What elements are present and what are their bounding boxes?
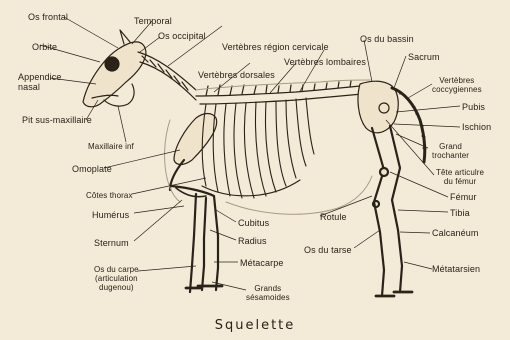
label-vertebres-cervicale: Vertèbres région cervicale [222,42,329,52]
label-rotule: Rotule [320,212,347,222]
cervical-vertebrae [138,52,196,100]
label-appendice-nasal: Appendice nasal [18,72,61,92]
label-sternum: Sternum [94,238,129,248]
label-sacrum: Sacrum [408,52,440,62]
label-cotes-thorax: Côtes thorax [86,191,133,200]
label-humerus: Humérus [92,210,129,220]
label-tibia: Tibia [450,208,470,218]
label-metacarpe: Métacarpe [240,258,283,268]
label-pubis: Pubis [462,102,485,112]
label-os-occipital: Os occipital [158,31,206,41]
skull-bones [83,30,146,107]
rib-cage [202,98,314,198]
label-os-du-carpe: Os du carpe (articulation dugenou) [94,265,139,292]
figure-caption: Squelette [0,318,510,333]
hind-legs [372,126,412,296]
label-tete-articulaire-femur: Tête articulre du fémur [436,168,484,186]
label-orbite: Orbite [32,42,57,52]
scapula-bone [174,114,217,165]
label-os-du-tarse: Os du tarse [304,245,352,255]
label-ischion: Ischion [462,122,491,132]
label-vertebres-coccygiennes: Vertèbres coccygiennes [432,76,482,94]
label-calcaneum: Calcanéum [432,228,478,238]
label-os-frontal: Os frontal [28,12,68,22]
dorsal-lumbar-spine [196,81,362,104]
label-vertebres-lombaires: Vertèbres lombaires [284,57,366,67]
front-legs [170,160,222,292]
label-maxillaire-inf: Maxillaire inf [88,142,134,151]
label-radius: Radius [238,236,267,246]
label-grand-trochanter: Grand trochanter [432,142,469,160]
label-omoplate: Omoplate [72,164,112,174]
label-femur: Fémur [450,192,477,202]
label-vertebres-dorsales: Vertèbres dorsales [198,70,275,80]
label-cubitus: Cubitus [238,218,269,228]
label-sus-maxillaire: Pit sus-maxillaire [22,115,92,125]
label-metatarsien: Métatarsien [432,264,480,274]
label-grands-sesamoides: Grands sésamoides [246,284,290,302]
label-temporal: Temporal [134,16,172,26]
label-os-du-bassin: Os du bassin [360,34,414,44]
